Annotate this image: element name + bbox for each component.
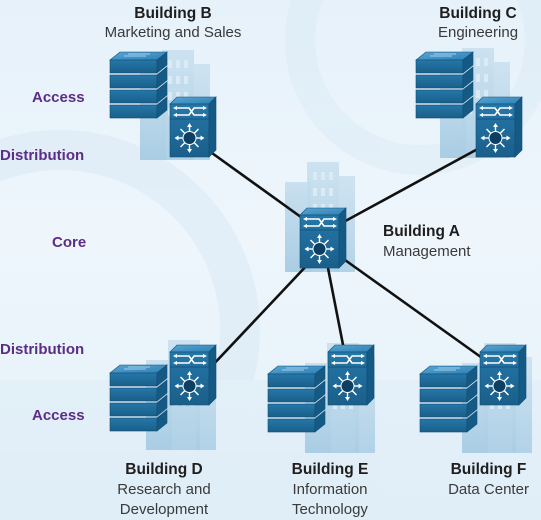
- building-b-distribution-switch-icon: [169, 96, 217, 158]
- building-d-access-switch-stack-icon: [109, 364, 168, 432]
- building-a-core-switch-icon: [299, 207, 347, 269]
- layer-label-access-bottom: Access: [32, 407, 85, 424]
- link-a-d: [209, 261, 311, 369]
- building-c-name: Building C: [439, 5, 517, 22]
- building-a-name: Building A: [383, 223, 460, 240]
- building-e-distribution-switch-icon: [327, 344, 375, 406]
- building-e-name: Building E: [291, 461, 369, 478]
- building-d-desc-line1: Research and: [117, 481, 211, 498]
- building-d-distribution-switch-icon: [169, 344, 217, 406]
- building-e-desc-line1: Information: [292, 481, 368, 498]
- link-a-b: [204, 146, 313, 227]
- building-d-name: Building D: [125, 461, 203, 478]
- building-a-desc: Management: [383, 243, 471, 260]
- building-e-access-switch-stack-icon: [267, 365, 326, 433]
- link-a-c: [337, 143, 486, 227]
- building-c-distribution-switch-icon: [475, 96, 523, 158]
- layer-label-access-top: Access: [32, 89, 85, 106]
- building-b-access-switch-stack-icon: [109, 51, 168, 119]
- link-a-e: [326, 267, 347, 356]
- layer-label-core: Core: [52, 234, 87, 251]
- building-d-desc-line2: Development: [119, 501, 209, 518]
- layer-label-distribution-top: Distribution: [0, 147, 85, 164]
- building-f-desc: Data Center: [448, 481, 529, 498]
- building-b-desc: Marketing and Sales: [104, 24, 242, 41]
- building-e-desc-line2: Technology: [292, 501, 368, 518]
- building-f-name: Building F: [450, 461, 527, 478]
- building-f-distribution-switch-icon: [479, 344, 527, 406]
- building-c-access-switch-stack-icon: [415, 51, 474, 119]
- building-b-name: Building B: [134, 5, 212, 22]
- link-a-f: [344, 258, 486, 362]
- building-c-desc: Engineering: [437, 24, 519, 41]
- building-f-access-switch-stack-icon: [419, 365, 478, 433]
- network-links: [204, 143, 486, 369]
- layer-label-distribution-bottom: Distribution: [0, 341, 85, 358]
